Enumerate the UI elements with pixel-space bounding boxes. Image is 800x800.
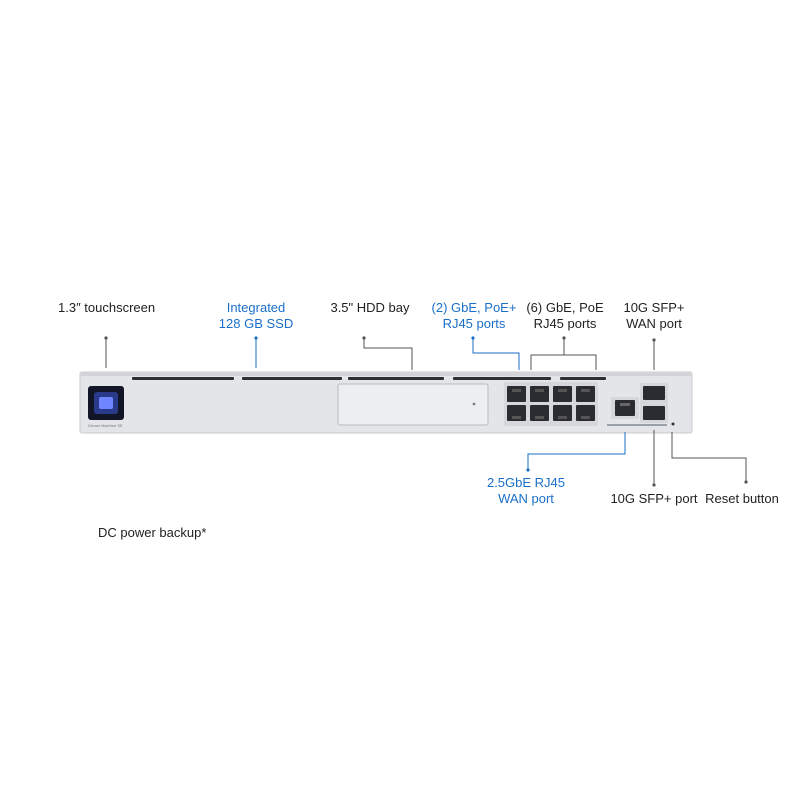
rj45-wan-port	[607, 397, 643, 426]
label-sfp-wan: 10G SFP+ WAN port	[623, 300, 685, 331]
label-dc-power-backup: DC power backup*	[98, 525, 207, 540]
label-touchscreen: 1.3″ touchscreen	[58, 300, 156, 315]
label-gbe-poe: (6) GbE, PoE RJ45 ports	[526, 300, 604, 331]
leader-lines-accent	[255, 338, 626, 470]
label-sfp-port: 10G SFP+ port	[610, 491, 698, 506]
label-hdd-bay: 3.5" HDD bay	[330, 300, 410, 315]
sfp-ports	[640, 383, 668, 426]
rj45-ports	[504, 382, 598, 426]
label-gbe-poe-plus: (2) GbE, PoE+ RJ45 ports	[431, 300, 517, 331]
label-reset-button: Reset button	[705, 491, 779, 506]
label-ssd: Integrated 128 GB SSD	[218, 300, 294, 331]
leader-lines	[105, 338, 747, 485]
touchscreen	[88, 386, 124, 420]
brand-text: Dream Machine SE	[88, 423, 123, 428]
label-rj45-wan: 2.5GbE RJ45 WAN port	[486, 475, 566, 506]
leader-dots-accent	[254, 336, 530, 472]
leader-dots	[104, 336, 748, 487]
vent-slots	[132, 377, 606, 380]
hdd-bay	[337, 383, 489, 426]
reset-pin	[671, 422, 675, 426]
